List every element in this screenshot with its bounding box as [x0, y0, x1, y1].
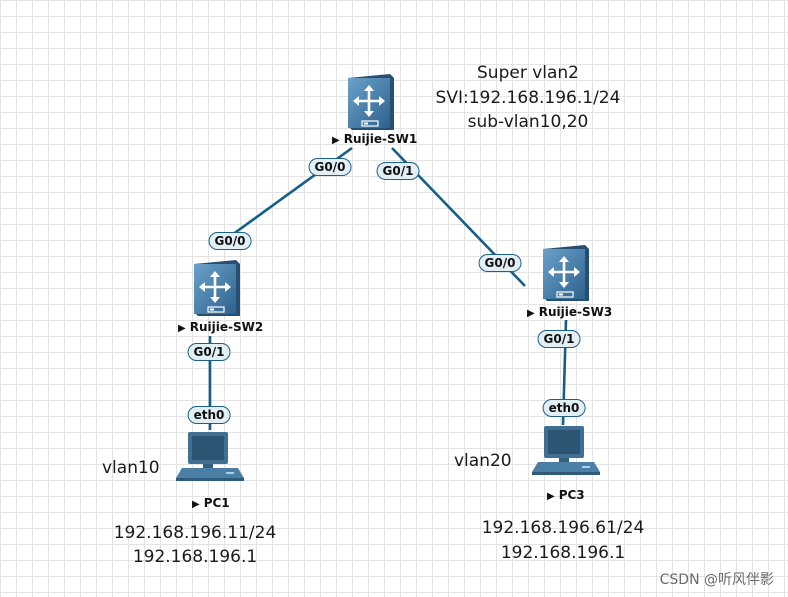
play-triangle-icon: ▶ [178, 323, 186, 334]
port-sw1-g01: G0/1 [376, 162, 420, 180]
sw2-label: ▶Ruijie-SW2 [178, 320, 263, 334]
play-triangle-icon: ▶ [527, 308, 535, 319]
sw1-name: Ruijie-SW1 [343, 132, 418, 146]
sw1-label: ▶Ruijie-SW1 [332, 132, 417, 146]
play-triangle-icon: ▶ [332, 135, 340, 146]
pc1-name: PC1 [203, 496, 230, 510]
port-pc3-eth0: eth0 [542, 399, 586, 417]
switch-sw1-icon[interactable] [346, 72, 396, 132]
sw3-name: Ruijie-SW3 [538, 305, 613, 319]
port-sw3-g01: G0/1 [537, 330, 581, 348]
play-triangle-icon: ▶ [547, 491, 555, 502]
super-vlan-note-line3: sub-vlan10,20 [467, 112, 589, 132]
pc3-vlan-note: vlan20 [454, 451, 512, 471]
port-sw2-g01: G0/1 [187, 343, 231, 361]
sw2-name: Ruijie-SW2 [189, 320, 264, 334]
switch-sw2-icon[interactable] [192, 258, 242, 318]
sw3-label: ▶Ruijie-SW3 [527, 305, 612, 319]
csdn-watermark: CSDN @听风伴影 [659, 572, 774, 588]
pc3-icon[interactable] [532, 424, 602, 476]
pc1-label: ▶PC1 [192, 496, 230, 510]
port-sw1-g00: G0/0 [308, 158, 352, 176]
play-triangle-icon: ▶ [192, 499, 200, 510]
pc1-icon[interactable] [176, 430, 246, 482]
port-pc1-eth0: eth0 [187, 406, 231, 424]
super-vlan-note-line1: Super vlan2 [477, 63, 579, 83]
switch-sw3-icon[interactable] [541, 243, 591, 303]
pc3-ip-line1: 192.168.196.61/24 [481, 518, 645, 538]
port-sw2-g00: G0/0 [208, 232, 252, 250]
pc1-ip-line2: 192.168.196.1 [132, 547, 258, 567]
pc1-vlan-note: vlan10 [102, 458, 160, 478]
port-sw3-g00: G0/0 [478, 254, 522, 272]
pc3-ip-line2: 192.168.196.1 [500, 543, 626, 563]
super-vlan-note-line2: SVI:192.168.196.1/24 [435, 88, 621, 108]
pc3-label: ▶PC3 [547, 488, 585, 502]
pc1-ip-line1: 192.168.196.11/24 [113, 523, 277, 543]
pc3-name: PC3 [558, 488, 585, 502]
